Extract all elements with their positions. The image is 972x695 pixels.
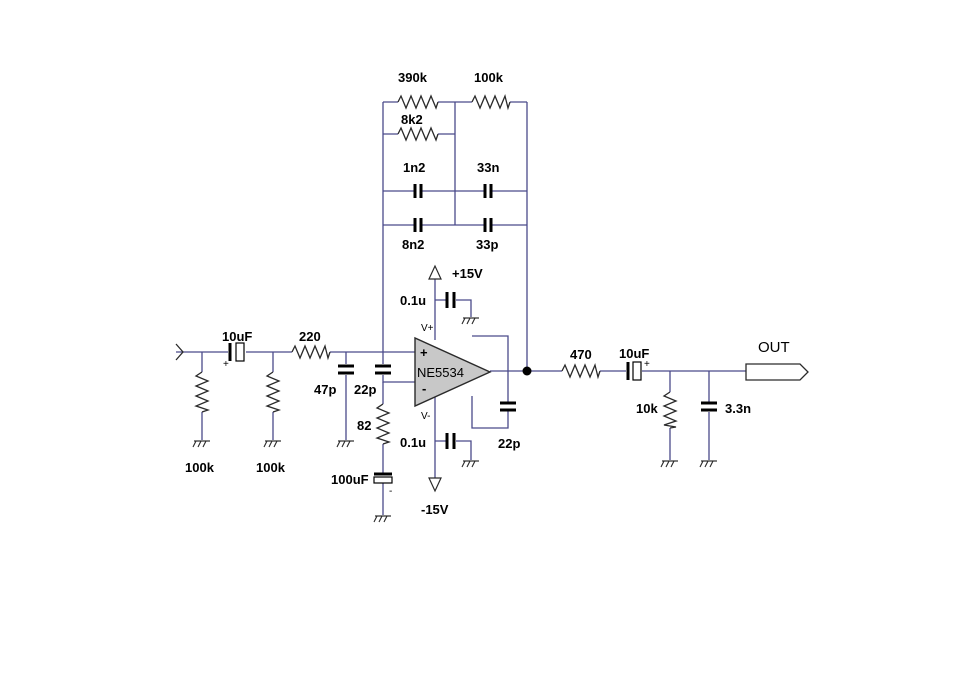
label-470: 470 [570,347,592,362]
label-33n: 33n [477,160,499,175]
resistor-100k-feedback [471,93,511,111]
vneg-arrow [428,477,442,493]
resistor-100k-pulldown-1 [194,371,211,413]
label-33p: 33p [476,237,498,252]
label-minus-input: - [422,381,426,396]
ground-icon [192,440,211,448]
resistors [194,93,678,445]
capacitor-8n2 [413,218,423,232]
label-opamp: NE5534 [417,365,464,380]
resistor-100k-pulldown-2 [265,371,282,413]
label-1n2: 1n2 [403,160,425,175]
label-220: 220 [299,329,321,344]
ground-icon [461,317,480,325]
capacitor-10uF-input [228,342,245,362]
label-10k: 10k [636,401,658,416]
ground-icon [699,460,718,468]
label-decoupling-top: 0.1u [400,293,426,308]
label-decoupling-bottom: 0.1u [400,435,426,450]
resistor-220 [291,343,331,361]
label-82: 82 [357,418,371,433]
label-out: OUT [758,339,790,356]
label-3-3n: 3.3n [725,401,751,416]
resistor-390k [397,94,439,110]
capacitor-1n2 [413,184,423,198]
label-8k2: 8k2 [401,112,423,127]
label-100uF-polarity: - [389,486,392,497]
label-vplus-pin: V+ [421,323,434,334]
labels: 390k 100k 8k2 1n2 33n 8n2 33p +15V -15V … [185,70,790,517]
label-10uF-output-polarity: + [644,359,650,370]
label-100k-feedback: 100k [474,70,504,85]
capacitor-3-3n [701,401,717,412]
label-100uF: 100uF [331,472,369,487]
label-10uF-output: 10uF [619,346,649,361]
resistor-10k [662,391,678,429]
resistor-8k2 [397,126,439,142]
capacitor-decoupling-top [445,292,456,308]
label-vminus-pin: V- [421,411,430,422]
label-vpos: +15V [452,266,483,281]
capacitor-33n [483,184,493,198]
vpos-arrow [428,264,442,280]
label-22p-input: 22p [354,382,376,397]
label-10uF-input-polarity: + [223,359,229,370]
ground-icon [461,460,480,468]
capacitor-10uF-output [626,361,642,381]
label-47p: 47p [314,382,336,397]
output-connector-icon [745,363,809,381]
opamp [414,336,492,408]
resistor-82 [375,403,392,445]
output-junction [522,366,532,376]
resistor-470 [561,362,601,380]
label-10uF-input: 10uF [222,329,252,344]
capacitor-22p-input [375,364,391,375]
label-390k: 390k [398,70,428,85]
label-100k-pulldown-1: 100k [185,460,215,475]
capacitor-33p [483,218,493,232]
capacitor-100uF [373,472,393,484]
ground-icon [660,460,679,468]
label-plus-input: + [420,345,428,360]
ground-icon [373,515,392,523]
label-100k-pulldown-2: 100k [256,460,286,475]
capacitor-compensation-22p [500,401,516,412]
label-8n2: 8n2 [402,237,424,252]
wires [176,101,746,515]
ground-icon [263,440,282,448]
capacitor-decoupling-bottom [445,433,456,449]
label-vneg: -15V [421,502,449,517]
input-connector-icon [175,343,184,361]
capacitor-47p [338,364,354,375]
ground-icon [336,440,355,448]
capacitors [228,184,717,484]
power-symbols [192,264,718,523]
label-compensation-22p: 22p [498,436,520,451]
